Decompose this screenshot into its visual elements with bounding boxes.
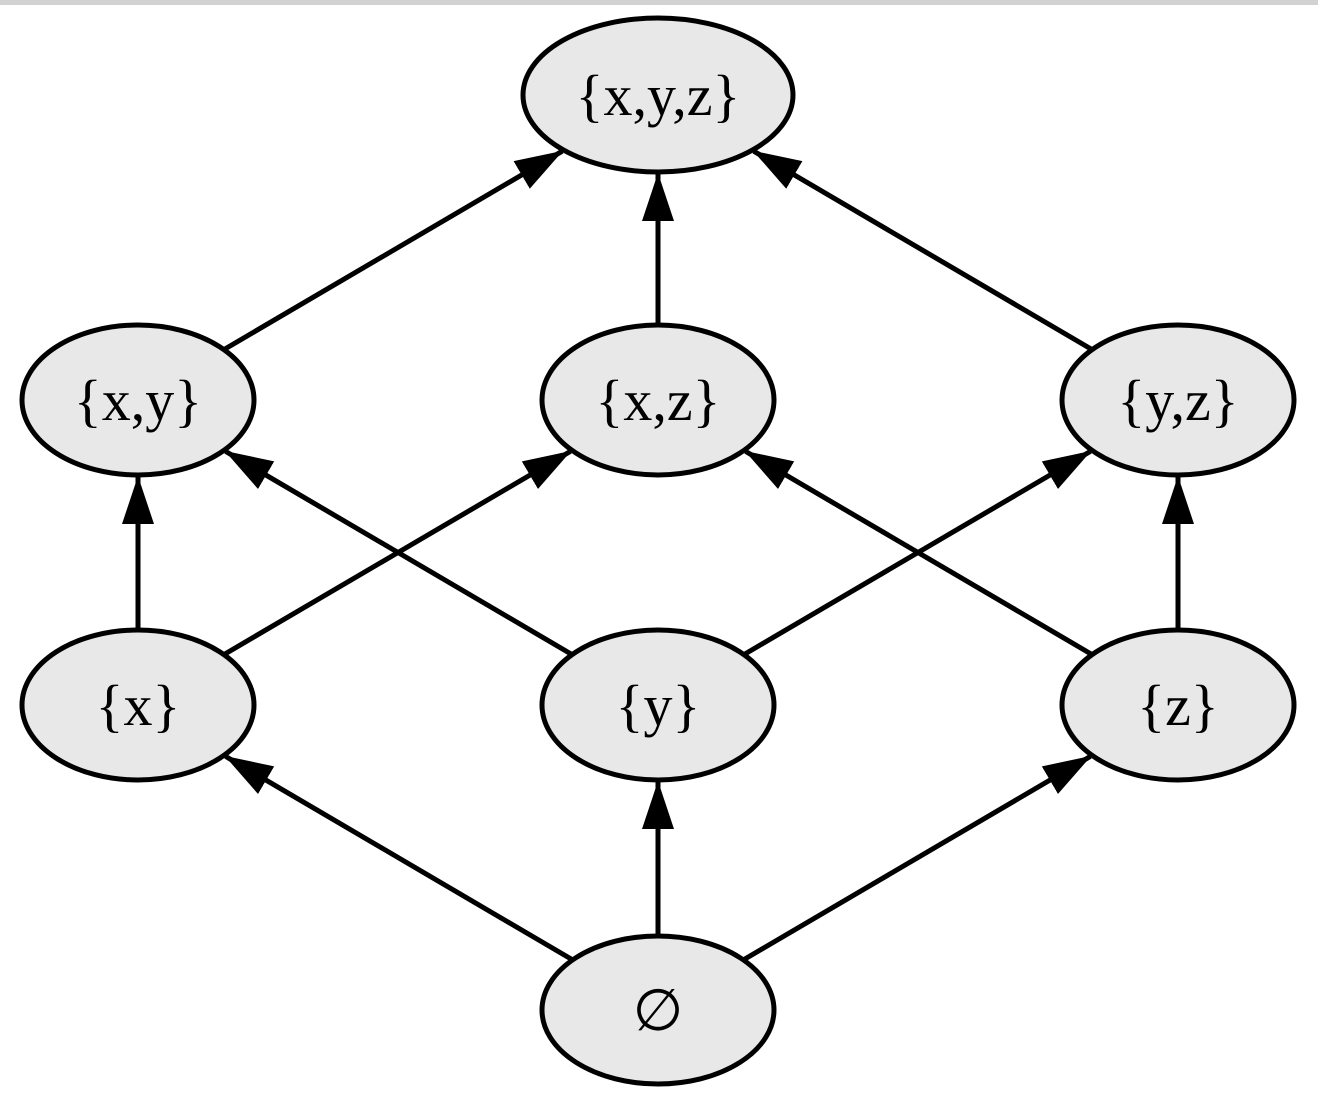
node-label-xz: {x,z} (596, 368, 721, 433)
node-empty: ∅ (539, 933, 777, 1087)
node-label-z: {z} (1137, 673, 1218, 738)
node-ellipse-x (19, 627, 257, 783)
edge-z-to-xz (744, 449, 1094, 657)
top-edge-strip (0, 0, 1318, 5)
node-xz: {x,z} (539, 322, 777, 478)
edge-xy-to-xyz (222, 149, 564, 352)
node-label-empty: ∅ (633, 978, 684, 1043)
node-ellipse-z (1059, 627, 1297, 783)
node-xy: {x,y} (19, 322, 257, 478)
node-label-yz: {y,z} (1117, 368, 1238, 433)
node-ellipse-xyz (520, 15, 796, 175)
node-ellipse-yz (1059, 322, 1297, 478)
node-yz: {y,z} (1059, 322, 1297, 478)
edge-empty-to-x (224, 754, 574, 963)
node-x: {x} (19, 627, 257, 783)
node-xyz: {x,y,z} (520, 15, 796, 175)
nodes-layer: {x,y,z} {x,y} {x,z} {y,z} {x} {y} {z} ∅ (19, 15, 1297, 1087)
node-label-y: {y} (616, 673, 701, 738)
edge-empty-to-z (742, 754, 1092, 963)
node-y: {y} (539, 627, 777, 783)
node-label-xy: {x,y} (74, 368, 202, 433)
node-ellipse-y (539, 627, 777, 783)
node-ellipse-xz (539, 322, 777, 478)
node-z: {z} (1059, 627, 1297, 783)
edges-layer (122, 149, 1194, 963)
node-ellipse-xy (19, 322, 257, 478)
edge-y-to-xy (224, 449, 574, 657)
node-label-x: {x} (96, 673, 181, 738)
node-ellipse-empty (539, 933, 777, 1087)
node-label-xyz: {x,y,z} (576, 63, 741, 128)
edge-yz-to-xyz (752, 149, 1094, 352)
